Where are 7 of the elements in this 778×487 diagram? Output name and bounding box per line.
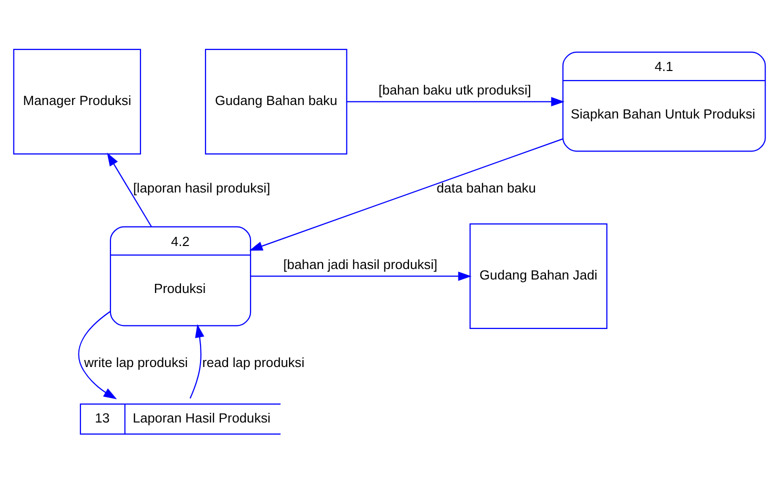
edge-label: [laporan hasil produksi]: [132, 180, 270, 195]
edge-label: write lap produksi: [84, 354, 188, 370]
edge-label: data bahan baku: [436, 180, 536, 195]
edge-label: [bahan jadi hasil produksi]: [282, 256, 437, 272]
edge-label: [bahan baku utk produksi]: [378, 82, 531, 98]
edge-label: read lap produksi: [202, 354, 304, 370]
node-text: 13 Laporan Hasil Produksi: [94, 410, 270, 426]
